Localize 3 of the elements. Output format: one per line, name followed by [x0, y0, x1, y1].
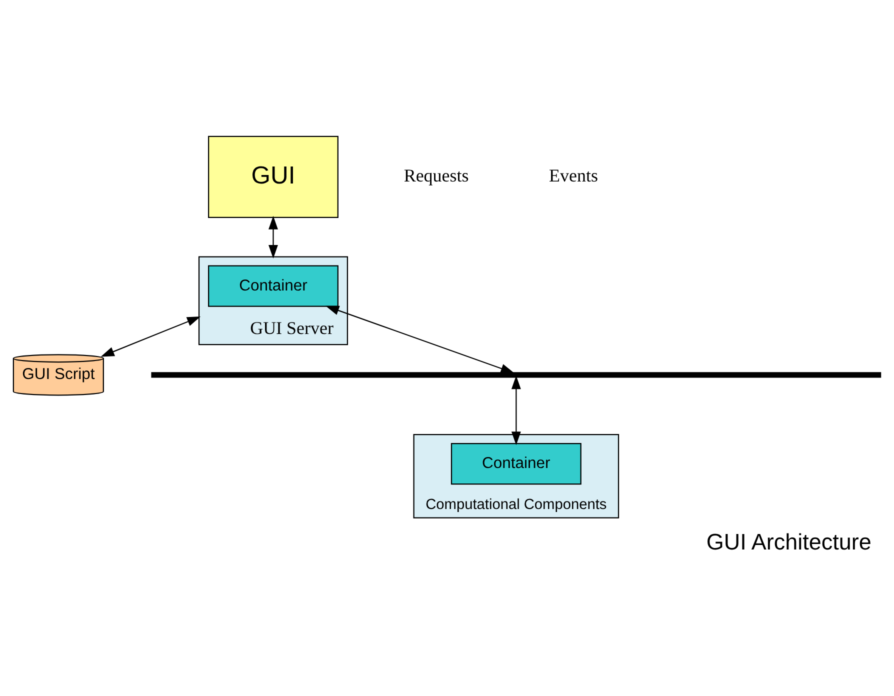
caption: GUI Architecture	[706, 528, 872, 554]
label: Requests	[404, 164, 469, 185]
label: Events	[549, 164, 598, 185]
